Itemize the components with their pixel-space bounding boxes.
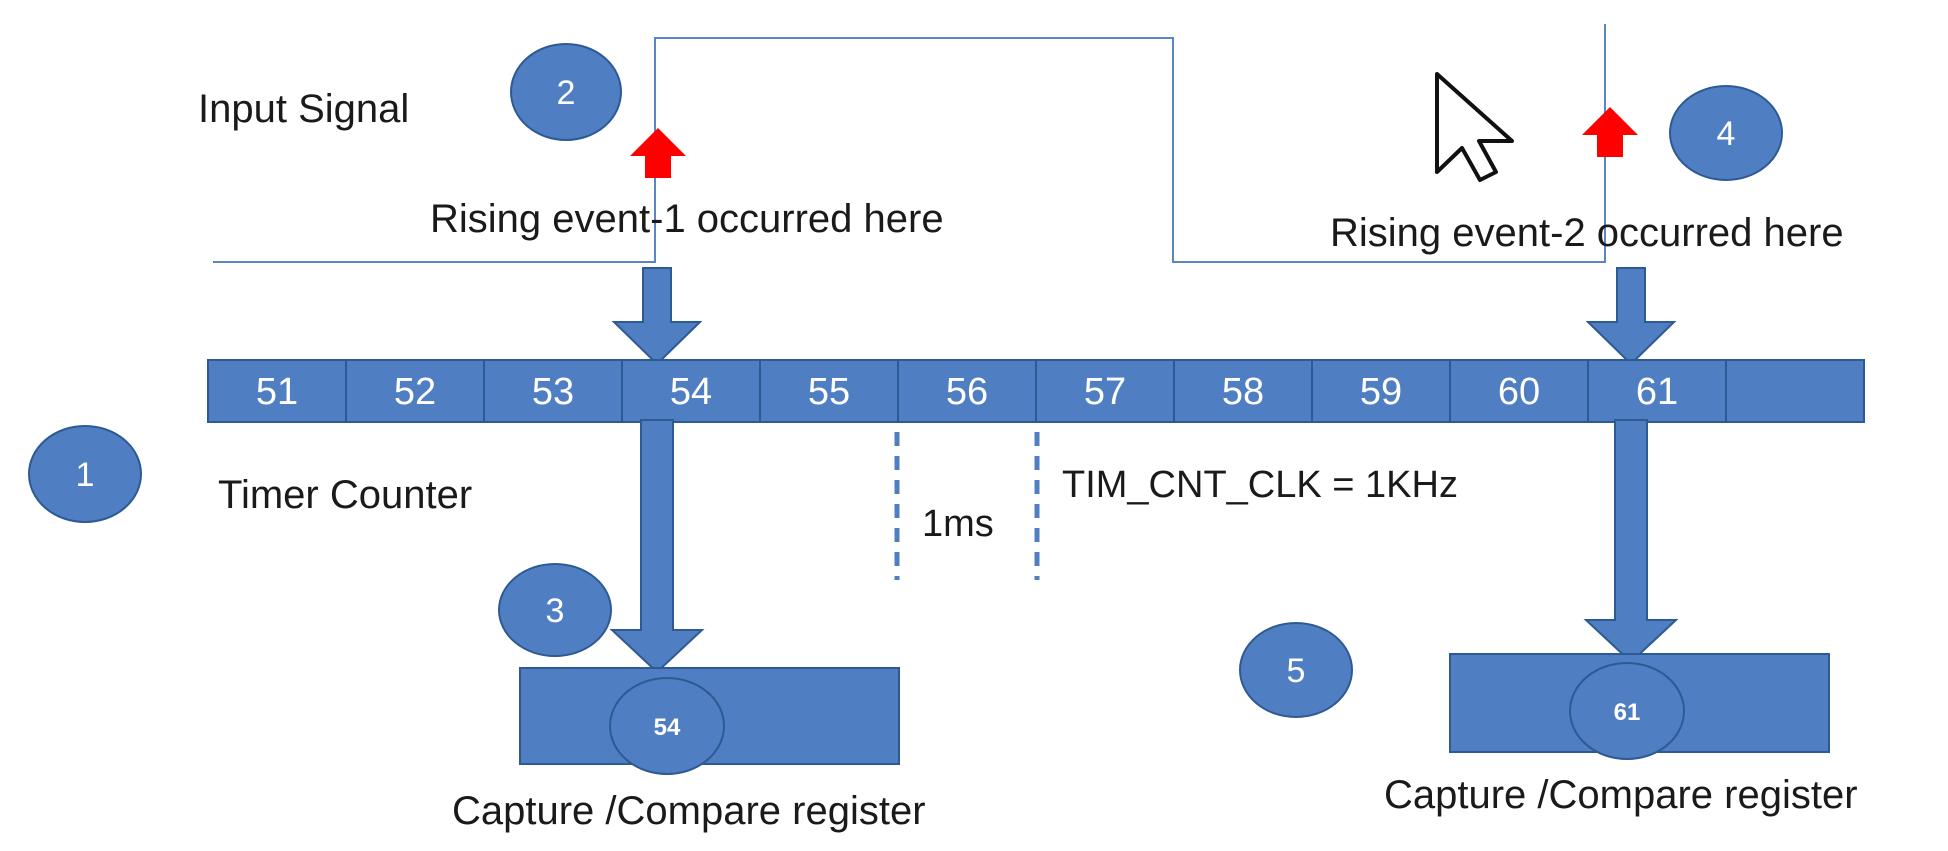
counter-cell-value: 59 [1360, 371, 1402, 413]
step-badge-2-label: 2 [557, 74, 576, 112]
step-badge-5: 5 [1239, 622, 1353, 718]
counter-cell [1725, 359, 1865, 423]
capture-register-right-label: Capture /Compare register [1384, 773, 1858, 817]
capture-2-down-arrow [1583, 419, 1679, 664]
timer-counter-label: Timer Counter [218, 473, 472, 517]
step-badge-4: 4 [1669, 85, 1783, 181]
counter-cell-value: 53 [532, 371, 574, 413]
counter-cell-value: 61 [1636, 371, 1678, 413]
event-1-down-arrow [611, 267, 703, 366]
counter-cell [345, 359, 485, 423]
rising-event-2-label: Rising event-2 occurred here [1330, 211, 1844, 255]
step-badge-5-label: 5 [1287, 652, 1306, 690]
period-label: 1ms [922, 503, 994, 545]
counter-cell [1311, 359, 1451, 423]
counter-cell [1587, 359, 1727, 423]
step-badge-1-label: 1 [76, 456, 95, 494]
rising-edge-2-arrow-icon [1582, 107, 1638, 157]
capture-1-down-arrow [609, 419, 705, 674]
mouse-pointer-icon [1435, 72, 1514, 182]
timer-counter-bar: 51 52 53 54 55 56 57 58 59 60 61 [207, 359, 1865, 423]
counter-cell [621, 359, 761, 423]
counter-cell [483, 359, 623, 423]
step-badge-3-label: 3 [546, 592, 565, 630]
counter-cell [207, 359, 347, 423]
capture-register-left-label: Capture /Compare register [452, 789, 926, 833]
counter-cell-value: 55 [808, 371, 850, 413]
input-signal-label: Input Signal [198, 87, 409, 131]
clock-frequency-label: TIM_CNT_CLK = 1KHz [1062, 464, 1458, 506]
counter-cell-value: 58 [1222, 371, 1264, 413]
captured-value-left: 54 [654, 714, 681, 741]
counter-cell [759, 359, 899, 423]
counter-cell-value: 60 [1498, 371, 1540, 413]
step-badge-4-label: 4 [1717, 115, 1736, 153]
step-badge-3: 3 [498, 563, 612, 657]
counter-cell-value: 57 [1084, 371, 1126, 413]
capture-register-right: 61 [1449, 653, 1830, 760]
rising-edge-1-arrow-icon [630, 128, 686, 178]
rising-event-1-label: Rising event-1 occurred here [430, 197, 944, 241]
event-2-down-arrow [1585, 267, 1677, 366]
counter-cell-value: 56 [946, 371, 988, 413]
captured-value-right: 61 [1614, 699, 1641, 726]
input-signal-waveform [213, 24, 1606, 263]
step-badge-2: 2 [510, 43, 622, 141]
counter-cell-value: 54 [670, 371, 712, 413]
capture-register-left: 54 [519, 667, 900, 775]
counter-cell [897, 359, 1037, 423]
counter-cell-value: 52 [394, 371, 436, 413]
step-badge-1: 1 [28, 425, 142, 523]
counter-cell-value: 51 [256, 371, 298, 413]
